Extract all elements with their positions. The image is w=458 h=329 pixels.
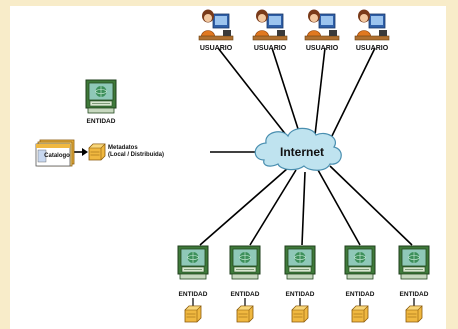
metadata-store: Metadatos (Local / Distribuida) (88, 143, 164, 161)
connection-lines (74, 47, 413, 246)
link-user-1 (217, 47, 291, 141)
entity-label: ENTIDAD (87, 118, 116, 125)
entity-label: ENTIDAD (231, 291, 260, 298)
entity-node-2: ENTIDAD (229, 245, 261, 323)
server-box-icon (405, 305, 423, 323)
server-box-icon (184, 305, 202, 323)
computer-icon (284, 245, 316, 280)
server-box-icon (351, 305, 369, 323)
computer-icon (344, 245, 376, 280)
link-entity-2 (249, 169, 297, 246)
user-icon (252, 9, 288, 41)
entity-node-3: ENTIDAD (284, 245, 316, 323)
server-box-icon (236, 305, 254, 323)
link-user-3 (314, 47, 326, 136)
user-icon (354, 9, 390, 41)
link-user-2 (271, 47, 301, 136)
internet-cloud: Internet (254, 127, 342, 171)
link-entity-5 (329, 165, 413, 246)
entity-node-1: ENTIDAD (177, 245, 209, 323)
metadata-subtitle: (Local / Distribuida) (108, 152, 164, 158)
catalog-label: Catalogo (44, 153, 70, 159)
server-box-icon (88, 143, 106, 161)
internet-label: Internet (280, 145, 324, 159)
link-entity-3 (301, 171, 306, 246)
user-label: USUARIO (356, 45, 389, 52)
entity-node-5: ENTIDAD (398, 245, 430, 323)
user-icon (304, 9, 340, 41)
user-node-3: USUARIO (304, 9, 340, 52)
user-label: USUARIO (200, 45, 233, 52)
catalog-window: Catalogo (35, 139, 75, 167)
user-label: USUARIO (254, 45, 287, 52)
catalog-arrow-head (82, 148, 88, 156)
user-node-2: USUARIO (252, 9, 288, 52)
entity-label: ENTIDAD (400, 291, 429, 298)
server-box-icon (291, 305, 309, 323)
entity-label: ENTIDAD (346, 291, 375, 298)
user-label: USUARIO (306, 45, 339, 52)
computer-icon (177, 245, 209, 280)
user-node-1: USUARIO (198, 9, 234, 52)
entity-node-left: ENTIDAD (85, 79, 117, 125)
entity-label: ENTIDAD (179, 291, 208, 298)
link-entity-4 (317, 169, 361, 246)
link-user-4 (329, 47, 376, 141)
link-entity-1 (199, 167, 289, 246)
user-node-4: USUARIO (354, 9, 390, 52)
metadata-title: Metadatos (108, 145, 138, 151)
user-icon (198, 9, 234, 41)
entity-node-4: ENTIDAD (344, 245, 376, 323)
entity-label: ENTIDAD (286, 291, 315, 298)
computer-icon (398, 245, 430, 280)
computer-icon (85, 79, 117, 114)
computer-icon (229, 245, 261, 280)
